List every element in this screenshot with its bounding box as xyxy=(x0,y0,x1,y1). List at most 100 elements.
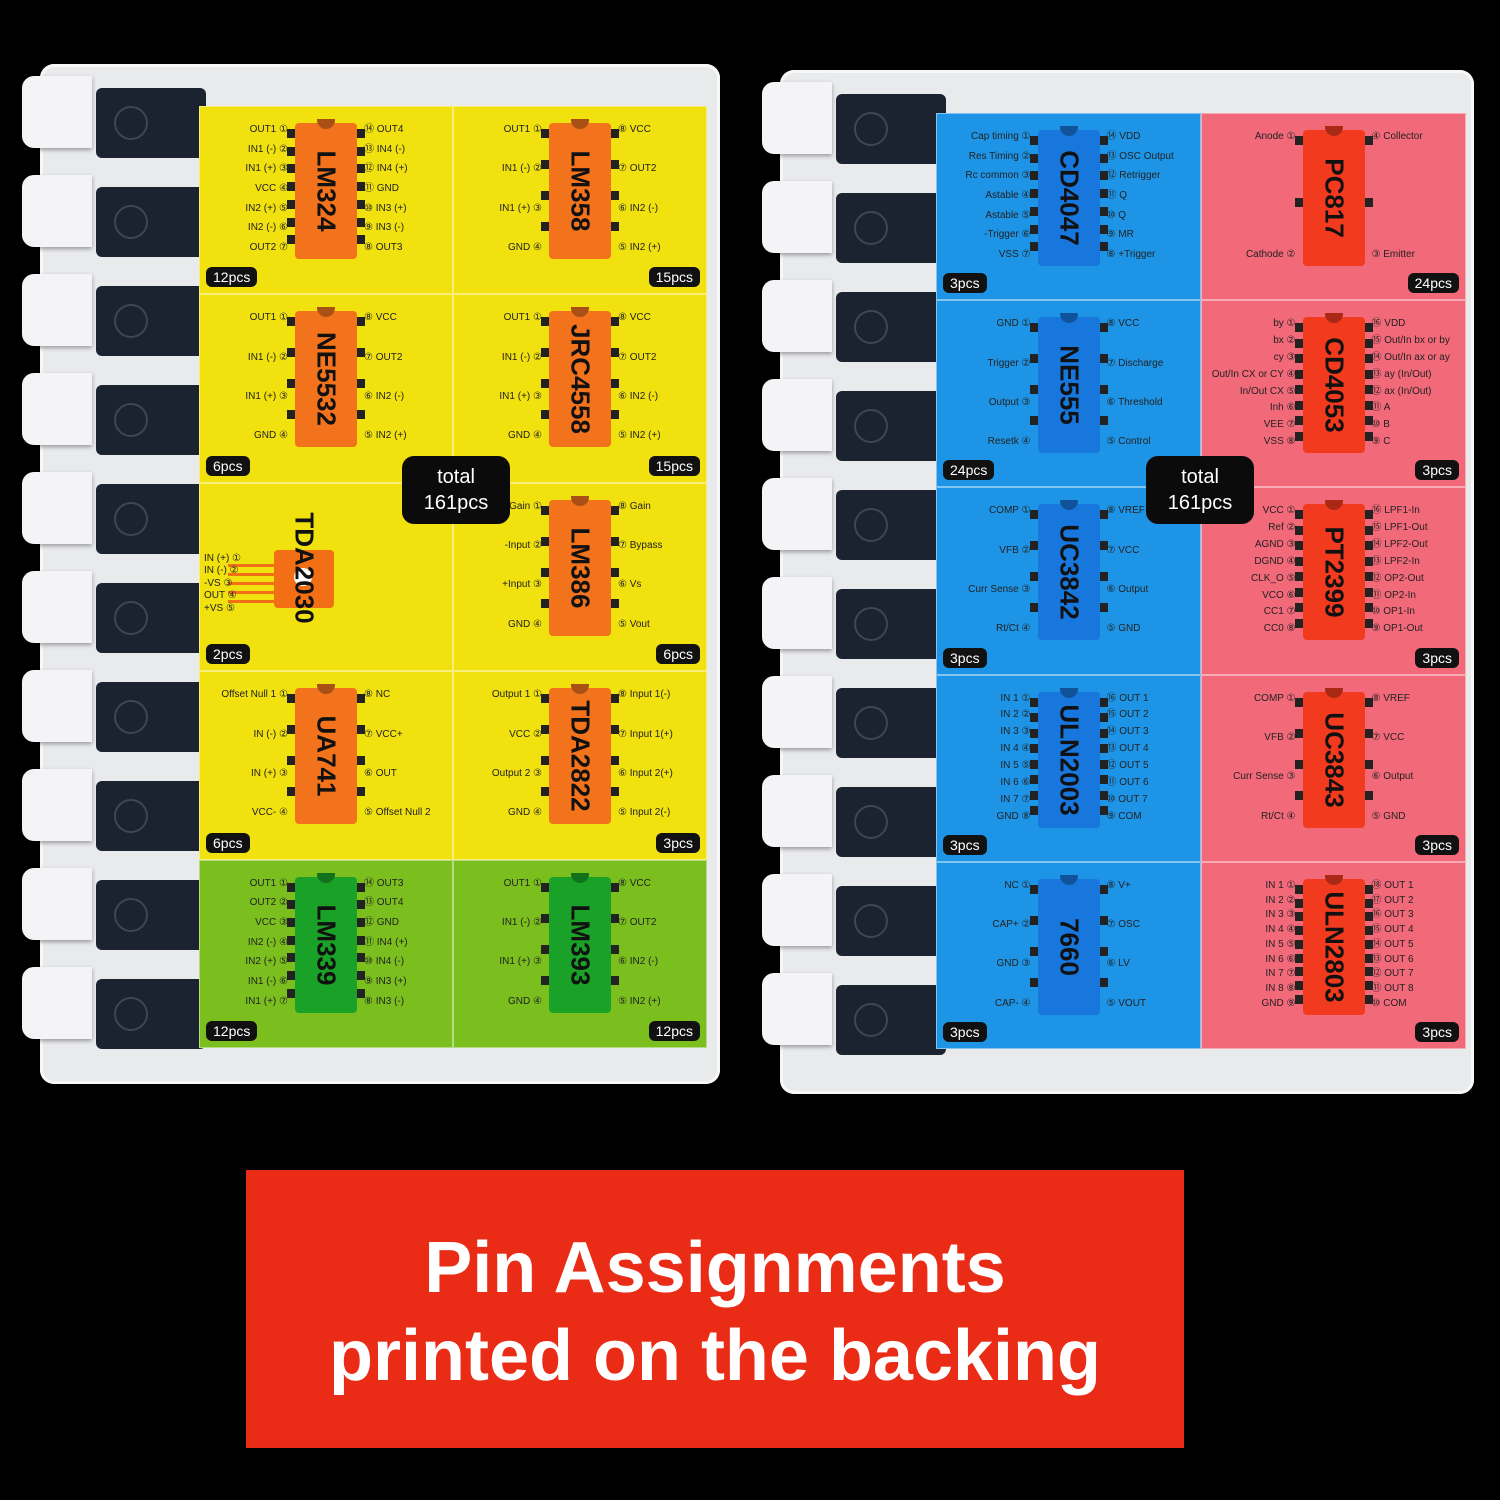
pin-label: OUT1 ① xyxy=(249,877,288,889)
chip-pin-icon xyxy=(287,787,295,797)
chip-pin-icon xyxy=(287,918,295,928)
pin-label: ⑦ Discharge xyxy=(1106,357,1164,369)
ic-chip-photo xyxy=(96,88,206,158)
chip-pin-icon xyxy=(1364,416,1373,426)
box-tab xyxy=(762,82,832,154)
pin-label: ⑩ IN3 (+) xyxy=(364,202,407,214)
pin-label: ⑦ VCC xyxy=(1106,544,1140,556)
chip-pin-icon xyxy=(357,787,365,797)
chip-pin-icon xyxy=(287,235,295,245)
chip-pin-icon xyxy=(1099,697,1108,707)
chip-notch-icon xyxy=(1059,687,1078,698)
pin-label: Output 1 ① xyxy=(491,689,542,701)
pin-label: IN (+) ① xyxy=(204,552,242,564)
pin-label: VCC- ④ xyxy=(251,807,288,819)
chip-pin-icon xyxy=(1364,603,1373,613)
box-tab xyxy=(22,274,92,346)
pin-label: ⑮ LPF1-Out xyxy=(1371,522,1428,534)
ic-chip-photo xyxy=(96,781,206,851)
chip-pin-icon xyxy=(1294,510,1303,520)
left-total-badge: total 161pcs xyxy=(402,456,510,524)
chip-pin-icon xyxy=(611,567,619,577)
pin-label: NC ① xyxy=(1004,879,1031,891)
chip-notch-icon xyxy=(1059,313,1078,324)
chip-name: LM324 xyxy=(311,150,342,232)
pin-label: Rt/Ct ④ xyxy=(995,623,1031,635)
chip-pin-icon xyxy=(1294,198,1303,207)
chip-pin-icon xyxy=(1099,744,1108,754)
pin-label: ⑦ Input 1(+) xyxy=(618,728,673,740)
to220-leads-icon xyxy=(228,558,276,609)
chip-pin-icon xyxy=(1029,759,1038,769)
pin-label: IN2 (-) ⑥ xyxy=(247,222,288,234)
pin-label: Anode ① xyxy=(1254,131,1296,142)
pin-label: ⑦ OUT2 xyxy=(618,351,657,363)
chip-pin-icon xyxy=(1294,338,1303,348)
pin-label: ⑫ IN4 (+) xyxy=(364,163,408,175)
chip-pin-icon xyxy=(357,953,365,963)
chip-pin-icon xyxy=(1099,790,1108,800)
chip-pin-icon xyxy=(611,505,619,515)
chip-pin-icon xyxy=(287,182,295,192)
chip-pin-icon xyxy=(1294,953,1303,963)
chip-pin-icon xyxy=(1364,618,1373,628)
pin-label: Output 2 ③ xyxy=(491,767,542,779)
chip-pin-icon xyxy=(357,182,365,192)
ic-chip-photo xyxy=(836,589,946,659)
chip-pin-icon xyxy=(1294,939,1303,949)
chip-pin-icon xyxy=(1029,541,1038,551)
ic-chip-photo xyxy=(836,193,946,263)
chip-pin-icon xyxy=(611,694,619,704)
chip-pin-icon xyxy=(611,975,619,985)
pin-label: GND ④ xyxy=(254,430,288,442)
pin-label: ⑨ IN3 (-) xyxy=(364,222,405,234)
chip-pin-icon xyxy=(287,725,295,735)
pin-label: IN1 (+) ③ xyxy=(499,956,542,968)
pin-label: ⑬ OUT 4 xyxy=(1106,743,1149,755)
quantity-badge: 3pcs xyxy=(1415,834,1459,855)
pin-label: ⑧ +Trigger xyxy=(1106,248,1156,260)
quantity-badge: 6pcs xyxy=(656,644,700,665)
to220-package-icon xyxy=(274,549,334,608)
pin-label: ⑪ OUT 6 xyxy=(1106,776,1149,788)
chip-pin-icon xyxy=(1294,587,1303,597)
chip-pin-icon xyxy=(541,787,549,797)
chip-pin-icon xyxy=(611,348,619,358)
pin-label: VEE ⑦ xyxy=(1263,419,1296,431)
pin-label: ⑩ COM xyxy=(1371,997,1407,1009)
ic-chip-photo xyxy=(96,286,206,356)
box-tab xyxy=(762,676,832,748)
chip-pin-icon xyxy=(611,191,619,200)
pin-label: ⑦ Bypass xyxy=(618,540,663,552)
chip-pin-icon xyxy=(1364,338,1373,348)
ic-chip-icon: UA741 xyxy=(287,684,365,825)
pin-label: ⑫ GND xyxy=(364,916,399,928)
chip-notch-icon xyxy=(1059,126,1078,136)
left-total-label: total xyxy=(437,466,475,488)
chip-pin-icon xyxy=(1099,224,1108,234)
pin-label: Out/In CX or CY ④ xyxy=(1211,368,1296,380)
chip-pin-icon xyxy=(1029,510,1038,520)
ic-chip-icon: JRC4558 xyxy=(541,307,619,448)
chip-pin-icon xyxy=(1099,153,1108,163)
pin-label: -Input ② xyxy=(504,540,542,552)
chip-pin-icon xyxy=(1294,898,1303,908)
chip-pin-icon xyxy=(357,317,365,327)
ic-chip-icon: PC817 xyxy=(1294,126,1373,266)
chip-pin-icon xyxy=(1294,759,1303,769)
chip-pin-icon xyxy=(611,317,619,327)
chip-pin-icon xyxy=(1099,385,1108,395)
pin-label: ⑮ OUT 4 xyxy=(1371,924,1414,936)
ic-chip-photo xyxy=(836,94,946,164)
pin-label: OUT1 ① xyxy=(249,124,288,135)
